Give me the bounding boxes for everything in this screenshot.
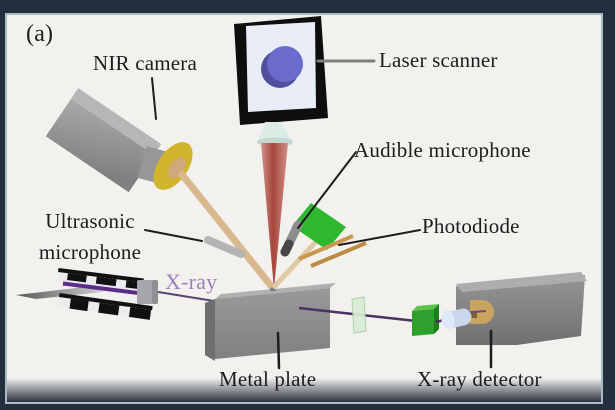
filter-cube-top [412, 304, 439, 311]
photodiode-holder-stick-2 [310, 241, 367, 268]
annotation-lines [144, 59, 493, 370]
xray-beam-highlight [62, 279, 151, 293]
xray-detector [441, 272, 587, 345]
source-exit-block-shade [152, 280, 158, 304]
panel-label: (a) [26, 21, 54, 47]
source-blade [16, 285, 103, 299]
laser-beam-cone [261, 143, 288, 289]
ultrasonic-label-line1: Ultrasonic [45, 209, 135, 233]
metal-plate [205, 283, 336, 361]
filter-cube-side [434, 304, 439, 334]
photodiode-assembly [271, 203, 367, 290]
laser-scanner-label: Laser scanner [379, 48, 498, 72]
beam-into-sensor [471, 310, 487, 313]
photodiode-label: Photodiode [422, 214, 520, 238]
nir-camera-body [45, 88, 162, 193]
ultrasonic-microphone [204, 236, 245, 258]
photodiode-pointer-line [338, 229, 421, 246]
xray-source-collimator [16, 268, 158, 320]
metal-plate-label: Metal plate [219, 367, 317, 391]
ultrasonic-mic-pointer-line [144, 229, 203, 242]
lens-cone-body [257, 122, 293, 142]
bottom-vignette [7, 378, 601, 402]
audible-mic-tip [280, 239, 294, 257]
filter-cube-front [412, 309, 434, 336]
photodiode-holder-stick-1 [298, 234, 354, 261]
filter-cube [412, 304, 439, 336]
detector-body [456, 275, 585, 345]
nir-sight-beam [177, 169, 275, 290]
xray-detector-label: X-ray detector [417, 367, 542, 391]
attenuator-plate [351, 296, 367, 334]
laser-scanner [234, 16, 328, 125]
nir-camera-label: NIR camera [93, 51, 198, 75]
detector-top-face [456, 272, 587, 292]
audible-microphone-label: Audible microphone [354, 138, 531, 162]
metal-plate-side-face [205, 299, 215, 361]
scintillator-cap [441, 310, 455, 330]
xray-beam-line-left [157, 291, 215, 302]
nir-camera-pointer-line [151, 77, 157, 120]
audible-microphone [280, 220, 303, 257]
collimator-bar-bottom [57, 293, 153, 320]
xray-beam-label: X-ray [165, 269, 218, 294]
detector-sensor-notch [468, 311, 477, 318]
metal-plate-front-face [215, 288, 330, 359]
nir-camera-body-top-face [70, 88, 162, 155]
ultrasonic-label-line2: microphone [38, 240, 142, 264]
scattered-light-beam [271, 232, 325, 290]
audible-mic-pointer-line [297, 151, 357, 229]
ultrasonic-microphone-label: Ultrasonic microphone [24, 206, 156, 268]
xray-beam-source [62, 280, 151, 297]
laser-scanner-lens [267, 46, 303, 82]
metal-plate-pointer-line [276, 331, 281, 370]
photodiode-chip [292, 203, 346, 250]
